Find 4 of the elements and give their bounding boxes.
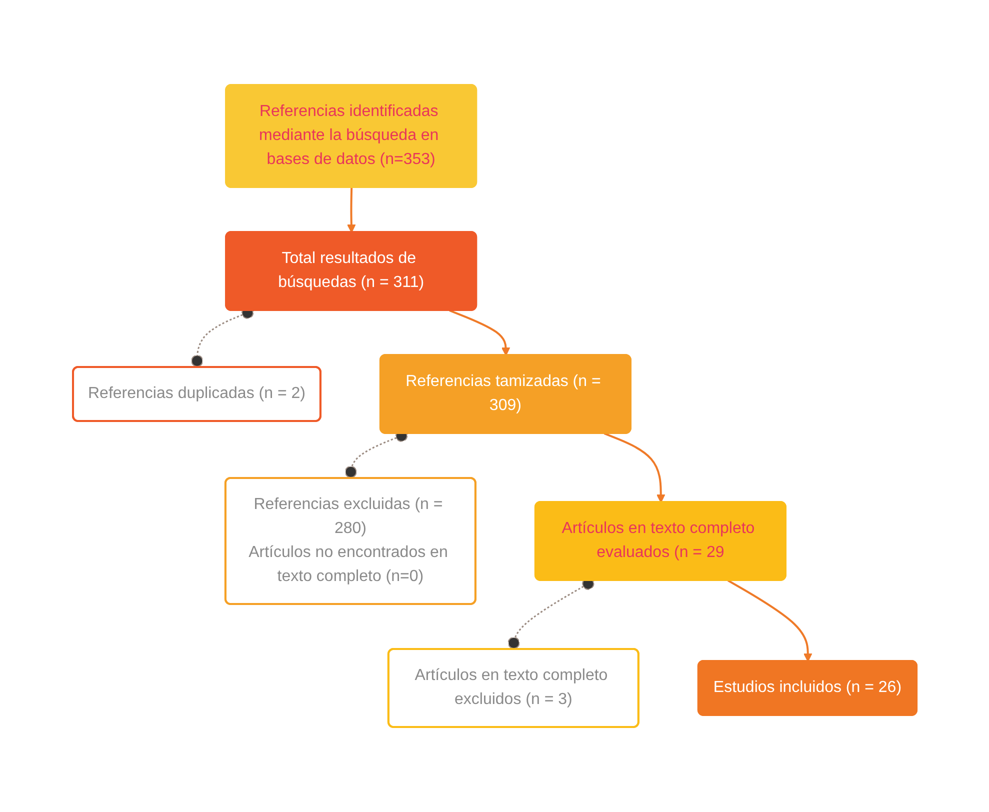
arrow (604, 432, 665, 503)
arrow (727, 580, 812, 662)
arrow (346, 187, 356, 233)
arrow (448, 310, 510, 356)
